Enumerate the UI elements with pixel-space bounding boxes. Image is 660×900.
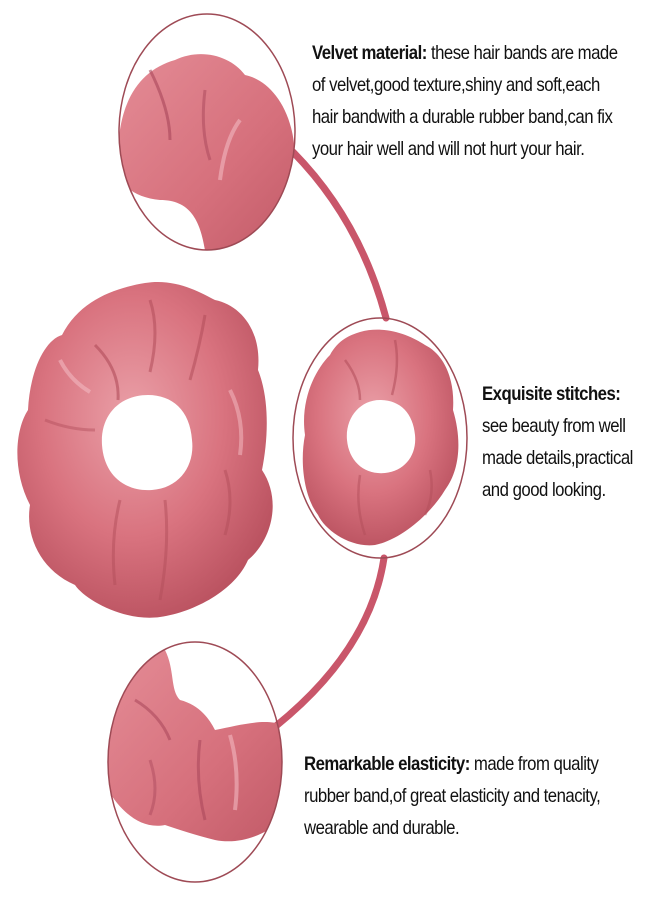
feature-line: of velvet,good texture,shiny and soft,ea… xyxy=(312,74,600,96)
feature-title: Exquisite stitches: xyxy=(482,383,621,405)
feature-exquisite-stitches: Exquisite stitches: see beauty from well… xyxy=(482,378,633,506)
feature-velvet-material: Velvet material: these hair bands are ma… xyxy=(312,37,618,165)
feature-line: and good looking. xyxy=(482,479,606,501)
feature-title: Velvet material: xyxy=(312,42,427,64)
feature-line: your hair well and will not hurt your ha… xyxy=(312,138,585,160)
feature-remarkable-elasticity: Remarkable elasticity: made from quality… xyxy=(304,748,601,844)
feature-line: rubber band,of great elasticity and tena… xyxy=(304,785,601,807)
connector-arc-lower xyxy=(272,554,388,730)
feature-title: Remarkable elasticity: xyxy=(304,753,470,775)
detail-circle-elasticity xyxy=(108,650,282,842)
detail-circle-velvet xyxy=(119,54,295,250)
feature-line: Remarkable elasticity: made from quality xyxy=(304,753,599,775)
feature-line: wearable and durable. xyxy=(304,817,460,839)
feature-line: hair bandwith a durable rubber band,can … xyxy=(312,106,613,128)
main-scrunchie-image xyxy=(17,281,273,618)
feature-line: Velvet material: these hair bands are ma… xyxy=(312,42,618,64)
connector-arc-upper xyxy=(289,148,390,322)
feature-line: Exquisite stitches: xyxy=(482,378,633,410)
feature-line: made details,practical xyxy=(482,447,633,469)
feature-line: see beauty from well xyxy=(482,415,626,437)
detail-circle-stitches xyxy=(302,329,459,546)
